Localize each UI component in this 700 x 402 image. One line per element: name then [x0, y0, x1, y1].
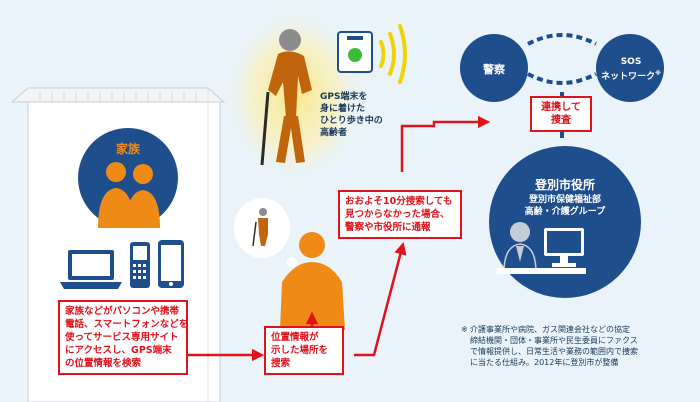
police-sos-link-top [527, 33, 597, 46]
sos-label-line2: ネットワーク※ [598, 68, 664, 83]
search-line: 捜索 [271, 358, 291, 369]
elder-note-line: ひとり歩き中の [320, 116, 383, 126]
feature-phone-icon [130, 242, 150, 288]
report-line: 警察や市役所に通報 [345, 222, 431, 233]
family-action-line: 使ってサービス専用サイト [65, 332, 179, 343]
report-box: おおよそ10分捜索しても 見つからなかった場合、 警察や市役所に通報 [338, 190, 462, 239]
cityhall-dept: 登別市保健福祉部 高齢・介護グループ [505, 194, 625, 218]
elder-note-line: 高齢者 [320, 128, 348, 138]
cooperate-line: 捜査 [551, 115, 571, 126]
cityhall-title: 登別市役所 [534, 178, 595, 192]
elderly-walker-icon [260, 29, 312, 166]
police-circle [460, 34, 528, 102]
footnote-line: 締結機関・団体・事業所や民生委員にファクス [470, 336, 638, 345]
desktop-monitor-icon [544, 228, 584, 267]
family-icon [78, 128, 178, 228]
footnote-line: 介護事業所や病院、ガス関連会社などの協定 [470, 325, 630, 334]
police-sos-link-bottom [527, 72, 597, 85]
searcher-icon [280, 232, 345, 330]
office-worker-icon [496, 222, 586, 274]
family-action-line: 電話、スマートフォンなどを [65, 319, 189, 330]
family-title: 家族 [115, 142, 140, 156]
smartphone-icon [158, 240, 184, 288]
elder-note-line: GPS端末を [320, 92, 368, 102]
footnote-mark: ※ [461, 325, 468, 334]
signal-waves-icon [379, 24, 407, 84]
thought-bubble-icon [234, 198, 303, 275]
sos-label-line1: SOS [620, 57, 642, 67]
sos-footnote-mark: ※ [655, 70, 661, 77]
footnote: ※ 介護事業所や病院、ガス関連会社などの協定 締結機関・団体・事業所や民生委員に… [461, 324, 696, 368]
family-action-line: にアクセスし、GPS端末 [65, 345, 172, 356]
elder-note-line: 身に着けた [320, 104, 366, 114]
report-line: 見つからなかった場合、 [345, 209, 450, 220]
cityhall-circle [489, 146, 641, 298]
sos-label: SOS ネットワーク※ [598, 56, 664, 83]
footnote-line: に当たる仕組み。2012年に登別市が整備 [470, 358, 619, 367]
cityhall-dept-line: 高齢・介護グループ [524, 207, 606, 217]
cooperate-box: 連携して 捜査 [530, 96, 592, 132]
search-line: 位置情報が [271, 332, 319, 343]
gps-device-icon [337, 31, 373, 73]
cooperate-line: 連携して [541, 102, 581, 113]
sos-label-text: ネットワーク [601, 72, 656, 82]
family-action-box: 家族などがパソコンや携帯 電話、スマートフォンなどを 使ってサービス専用サイト … [58, 300, 188, 375]
laptop-icon [60, 250, 122, 289]
search-box: 位置情報が 示した場所を 捜索 [264, 326, 344, 375]
report-line: おおよそ10分捜索しても [345, 196, 453, 207]
sos-circle [596, 34, 664, 102]
footnote-line: で情報提供し、日常生活や業務の範囲内で捜索 [470, 347, 638, 356]
search-line: 示した場所を [271, 345, 329, 356]
cityhall-dept-line: 登別市保健福祉部 [528, 195, 601, 205]
family-action-line: 家族などがパソコンや携帯 [65, 306, 180, 317]
family-action-line: の位置情報を検索 [65, 358, 142, 369]
police-label: 警察 [483, 63, 505, 76]
elder-note: GPS端末を 身に着けた ひとり歩き中の 高齢者 [320, 91, 383, 139]
